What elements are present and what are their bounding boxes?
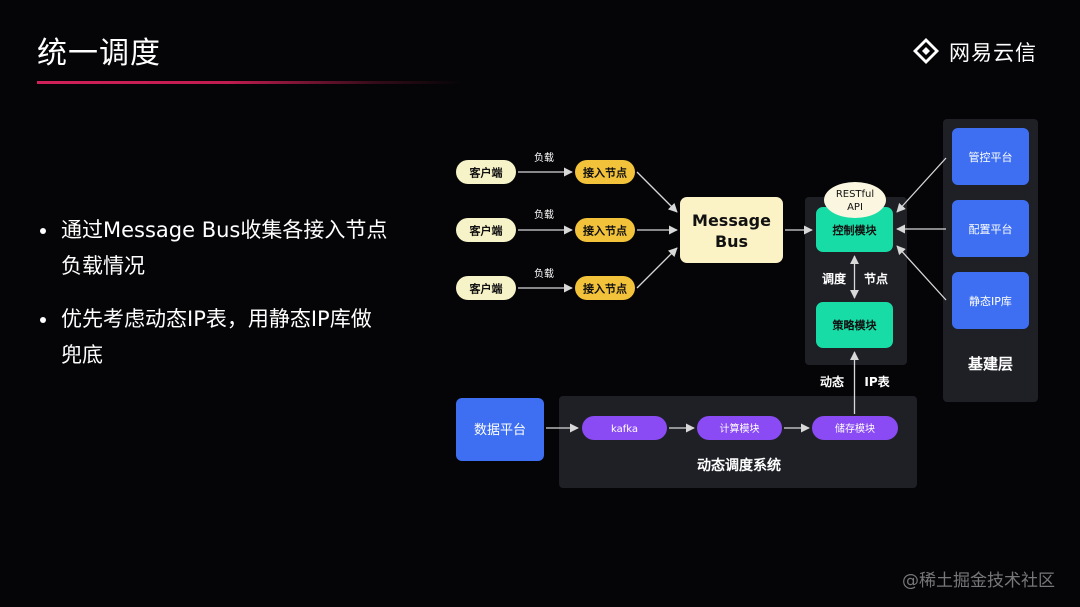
arrow bbox=[636, 247, 678, 289]
infra-platform-node: 静态IP库 bbox=[952, 272, 1029, 329]
arrow bbox=[896, 157, 947, 213]
message-bus-label: Bus bbox=[715, 232, 748, 251]
bullet-dot-icon bbox=[40, 228, 46, 234]
client-label: 客户端 bbox=[469, 166, 503, 180]
title-underline bbox=[37, 81, 462, 84]
access-node-label: 接入节点 bbox=[583, 282, 627, 296]
access-node: 接入节点 bbox=[575, 218, 635, 242]
infra-platform-label: 管控平台 bbox=[969, 150, 1013, 164]
infra-platform-label: 配置平台 bbox=[969, 222, 1013, 236]
access-node-label: 接入节点 bbox=[583, 224, 627, 238]
client-label: 客户端 bbox=[469, 224, 503, 238]
bullet-item: 通过Message Bus收集各接入节点 负载情况 bbox=[38, 212, 438, 284]
message-bus-label: Message bbox=[692, 211, 771, 230]
message-bus-node: Message Bus bbox=[680, 197, 783, 263]
pipeline-label: kafka bbox=[611, 424, 638, 435]
control-module-label: 控制模块 bbox=[833, 223, 878, 237]
pipeline-label: 储存模块 bbox=[835, 422, 875, 435]
label-dispatch: 调度 bbox=[822, 271, 847, 286]
pipeline-node-storage: 储存模块 bbox=[812, 416, 898, 440]
label-dynamic: 动态 bbox=[820, 374, 844, 389]
bullet-text-line: 通过Message Bus收集各接入节点 bbox=[61, 218, 388, 242]
data-platform-node: 数据平台 bbox=[456, 398, 544, 461]
label-node: 节点 bbox=[864, 271, 888, 286]
infra-caption: 基建层 bbox=[967, 355, 1013, 373]
pipeline-node-compute: 计算模块 bbox=[697, 416, 782, 440]
arrow bbox=[896, 245, 947, 301]
bullet-item: 优先考虑动态IP表，用静态IP库做 兜底 bbox=[38, 301, 438, 373]
logo-text: 网易云信 bbox=[949, 41, 1037, 65]
bullet-text-line: 兜底 bbox=[61, 343, 103, 367]
dynamic-system-caption: 动态调度系统 bbox=[697, 457, 781, 474]
infra-platform-node: 管控平台 bbox=[952, 128, 1029, 185]
arrow bbox=[636, 171, 678, 213]
pipeline-label: 计算模块 bbox=[720, 422, 760, 435]
data-platform-label: 数据平台 bbox=[474, 423, 526, 438]
strategy-module-node: 策略模块 bbox=[816, 302, 893, 348]
client-label: 客户端 bbox=[469, 282, 503, 296]
edge-label-load: 负载 bbox=[534, 267, 554, 280]
edge-label-load: 负载 bbox=[534, 151, 554, 164]
pipeline-node-kafka: kafka bbox=[582, 416, 667, 440]
client-node: 客户端 bbox=[456, 160, 516, 184]
infra-platform-label: 静态IP库 bbox=[969, 294, 1012, 308]
access-node-label: 接入节点 bbox=[583, 166, 627, 180]
client-node: 客户端 bbox=[456, 276, 516, 300]
client-node: 客户端 bbox=[456, 218, 516, 242]
access-node: 接入节点 bbox=[575, 276, 635, 300]
access-node: 接入节点 bbox=[575, 160, 635, 184]
strategy-module-label: 策略模块 bbox=[832, 318, 878, 332]
dynamic-system-panel bbox=[559, 396, 917, 488]
bullet-list: 通过Message Bus收集各接入节点 负载情况 优先考虑动态IP表，用静态I… bbox=[38, 212, 438, 390]
edge-label-load: 负载 bbox=[534, 208, 554, 221]
bullet-text-line: 优先考虑动态IP表，用静态IP库做 bbox=[61, 307, 372, 331]
control-module-node: 控制模块 bbox=[816, 207, 893, 252]
infra-panel bbox=[943, 119, 1038, 402]
restful-api-label: API bbox=[847, 202, 863, 213]
bullet-dot-icon bbox=[40, 317, 46, 323]
restful-api-bubble: RESTful API bbox=[824, 182, 886, 218]
restful-api-label: RESTful bbox=[836, 189, 874, 200]
brand-logo: 网易云信 bbox=[909, 35, 1037, 69]
label-ip-table: IP表 bbox=[864, 374, 890, 389]
bullet-text-line: 负载情况 bbox=[61, 254, 145, 278]
infra-platform-node: 配置平台 bbox=[952, 200, 1029, 257]
page-title: 统一调度 bbox=[37, 36, 161, 71]
watermark: @稀土掘金技术社区 bbox=[902, 571, 1055, 591]
netease-yunxin-logo-icon bbox=[913, 38, 939, 64]
